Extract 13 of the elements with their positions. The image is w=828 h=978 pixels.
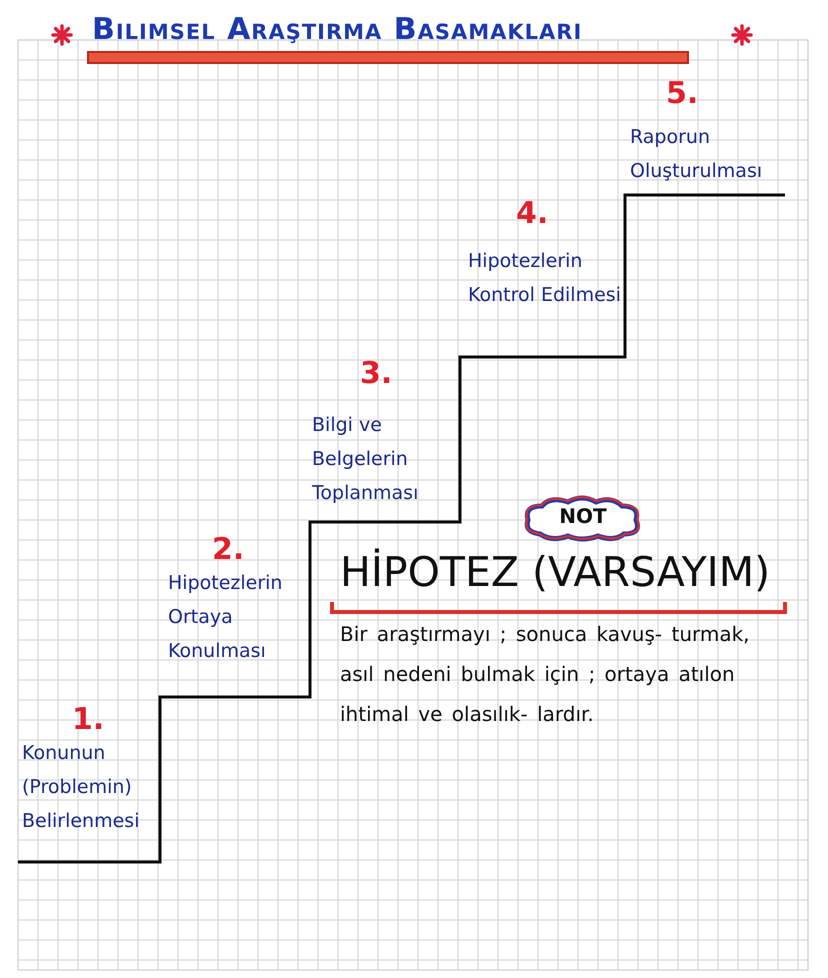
step-number: 1. bbox=[72, 702, 106, 737]
step-number: 2. bbox=[212, 532, 246, 567]
paragraph: Bir araştırmayı ; sonuca kavuş- turmak, asıl nedeni bulmak için ; ortaya atılon ihtimal ve olasılık- lardır. bbox=[340, 621, 751, 728]
step-label: Bilgi ve Belgelerin Toplanması bbox=[312, 413, 420, 506]
step-label: Hipotezlerin Ortaya Konulması bbox=[168, 571, 284, 664]
step-label: Hipotezlerin Kontrol Edilmesi bbox=[468, 249, 622, 308]
title: Bilimsel Araştırma Basamakları bbox=[92, 12, 582, 47]
step-number: 4. bbox=[516, 196, 550, 231]
step-label: Raporun Oluşturulması bbox=[630, 125, 764, 184]
step-label: Konunun (Problemin) Belirlenmesi bbox=[22, 741, 140, 834]
step-number: 3. bbox=[360, 356, 394, 391]
heading: HİPOTEZ (VARSAYIM) bbox=[340, 548, 770, 596]
step-number: 5. bbox=[666, 76, 700, 111]
